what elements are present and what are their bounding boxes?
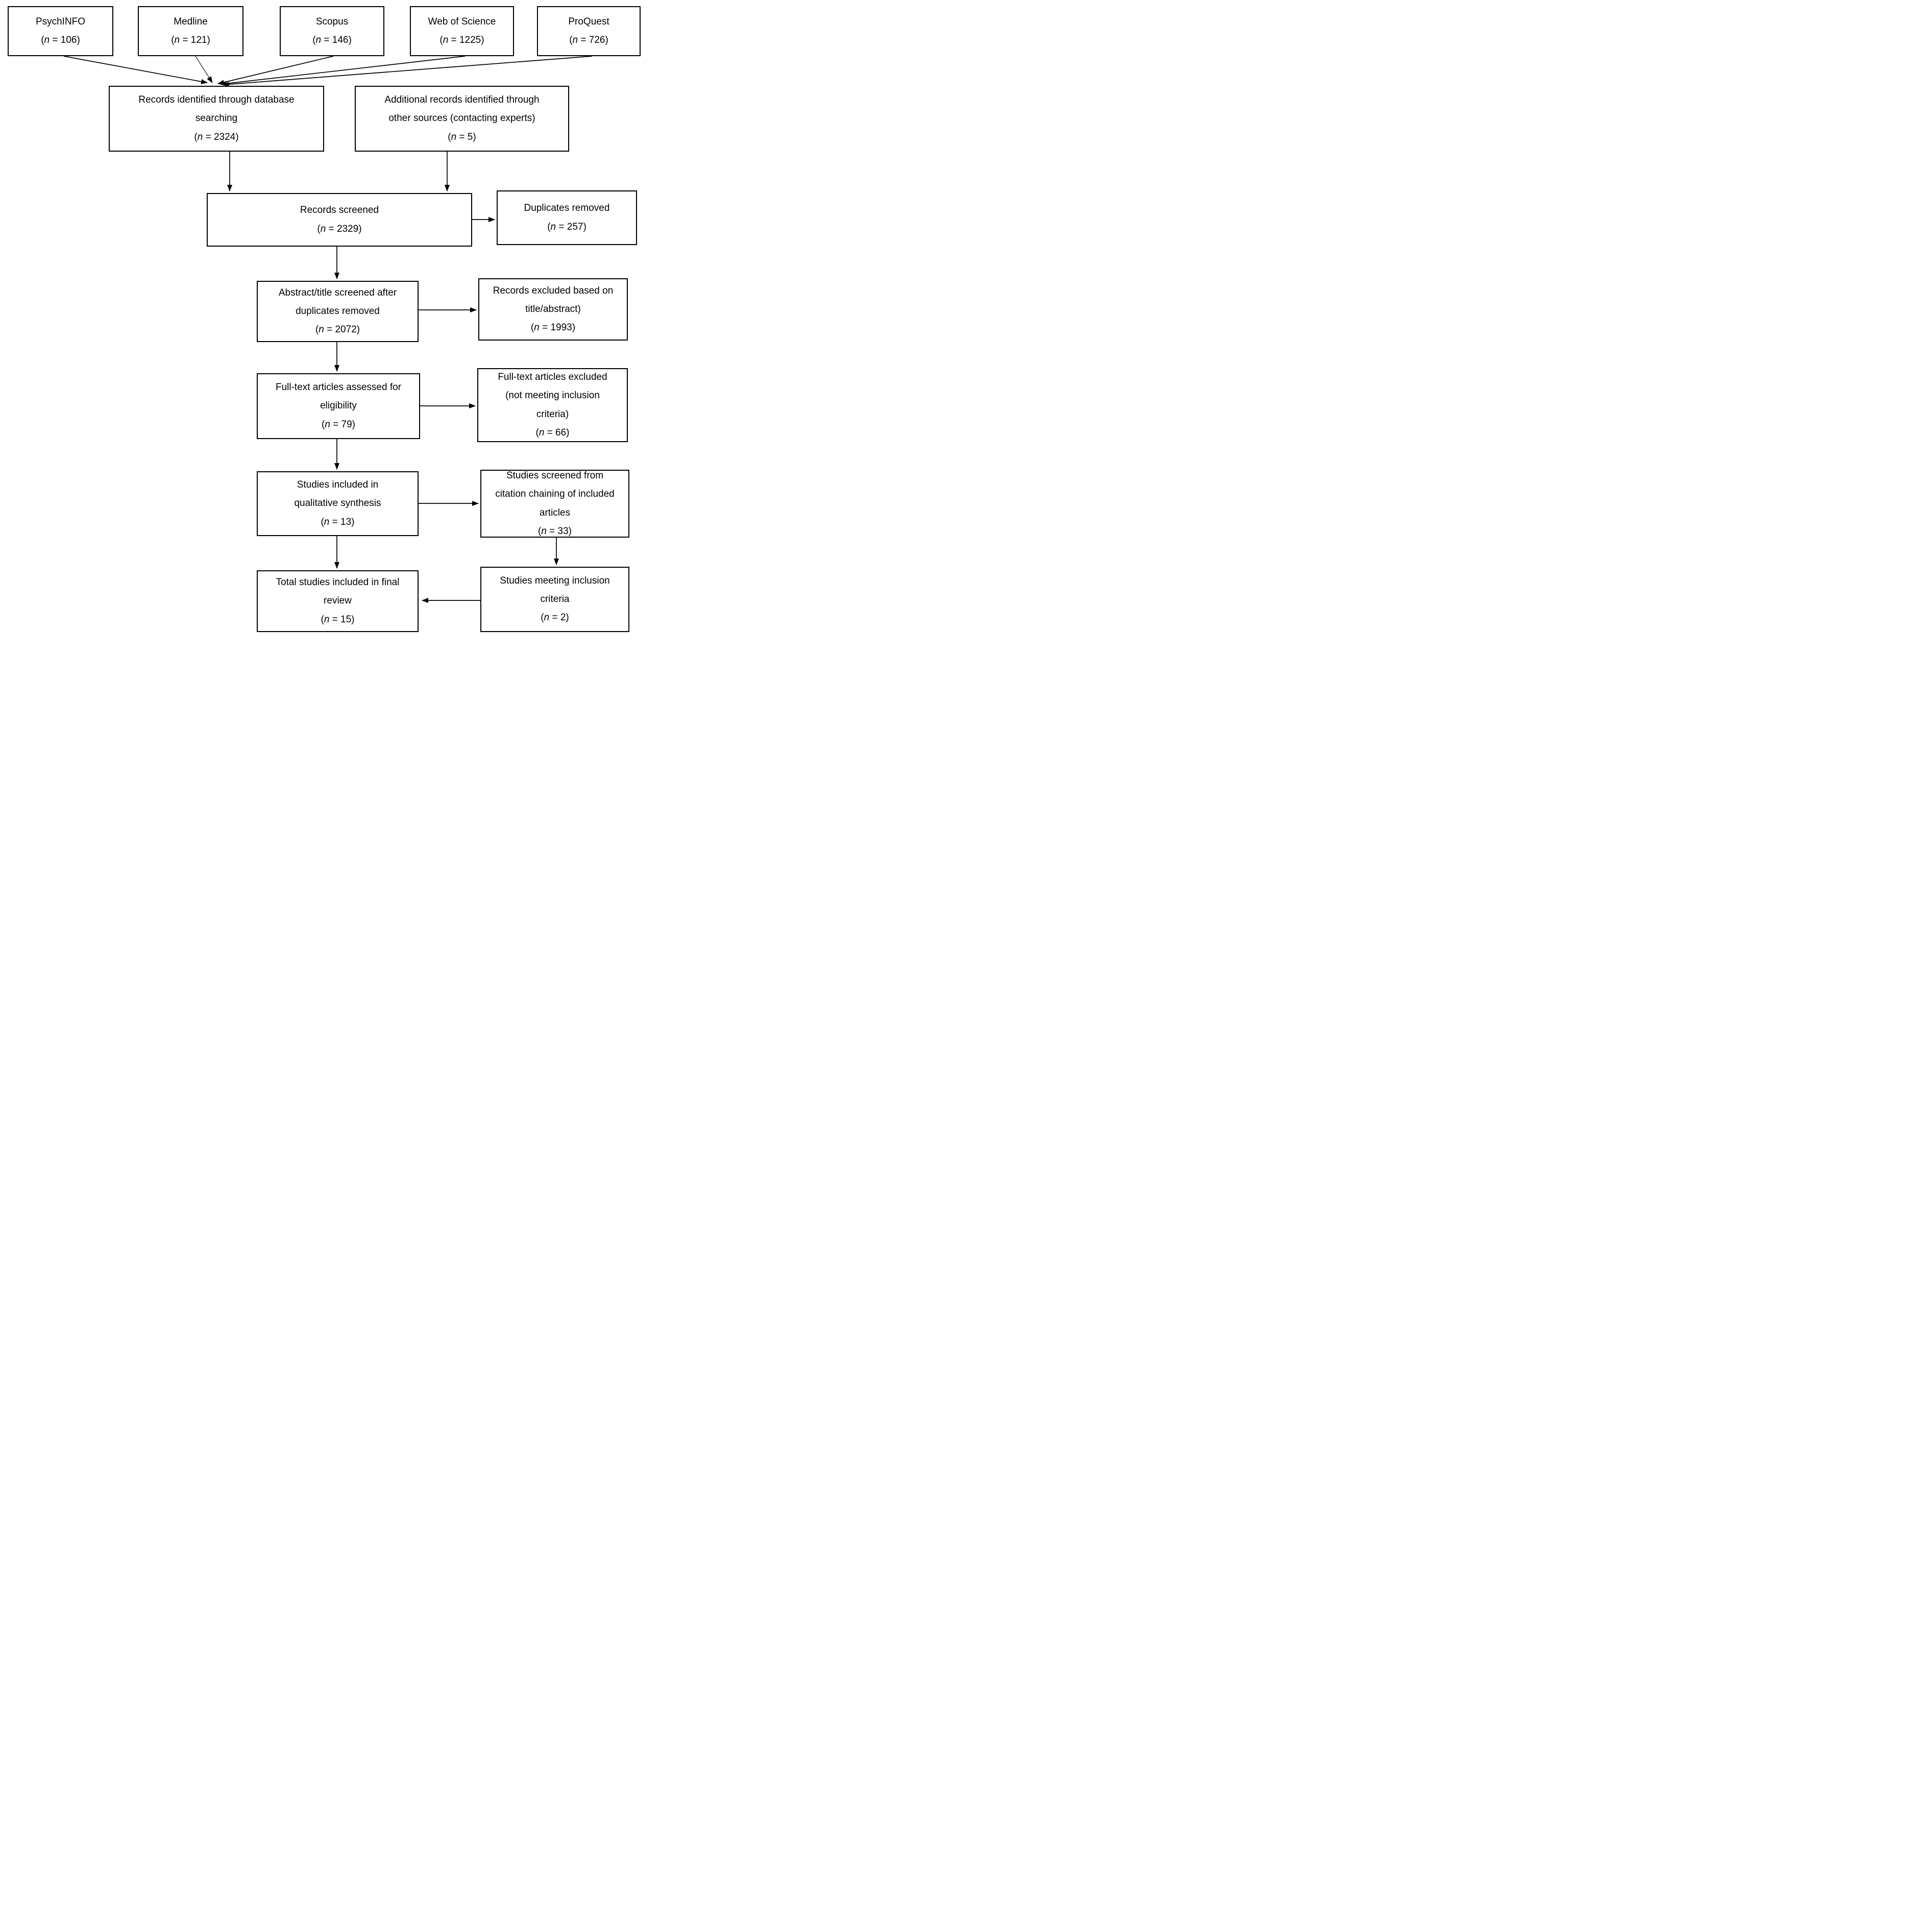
arrow-proquest-to-records-identified xyxy=(223,56,593,87)
box-web-of-science: Web of Science(n = 1225) xyxy=(410,6,514,56)
arrow-psychinfo-to-records-identified xyxy=(63,56,208,84)
arrow-medline-to-records-identified xyxy=(195,56,213,83)
box-web-of-science-text: Web of Science(n = 1225) xyxy=(428,16,496,45)
box-psychinfo-text: PsychINFO(n = 106) xyxy=(35,16,86,45)
box-psychinfo: PsychINFO(n = 106) xyxy=(8,6,113,56)
box-medline-text: Medline(n = 121) xyxy=(171,16,210,45)
box-proquest: ProQuest(n = 726) xyxy=(537,6,641,56)
box-medline: Medline(n = 121) xyxy=(138,6,243,56)
box-scopus-text: Scopus(n = 146) xyxy=(312,16,352,45)
box-duplicates-removed-text: Duplicates removed(n = 257) xyxy=(524,203,610,232)
arrow-web-of-science-to-records-identified xyxy=(220,56,466,86)
arrows-layer xyxy=(63,56,593,603)
box-duplicates-removed: Duplicates removed(n = 257) xyxy=(497,190,637,245)
box-proquest-text: ProQuest(n = 726) xyxy=(568,16,609,45)
box-scopus: Scopus(n = 146) xyxy=(280,6,384,56)
box-fulltext-excluded-text: Full-text articles excluded(not meeting … xyxy=(498,372,607,438)
prisma-flow-diagram: PsychINFO(n = 106) Medline(n = 121) Scop… xyxy=(0,0,644,636)
box-records-screened: Records screened(n = 2329) xyxy=(207,193,472,247)
box-records-screened-text: Records screened(n = 2329) xyxy=(300,205,379,234)
arrow-scopus-to-records-identified xyxy=(217,56,334,85)
box-fulltext-excluded: Full-text articles excluded(not meeting … xyxy=(477,368,628,442)
